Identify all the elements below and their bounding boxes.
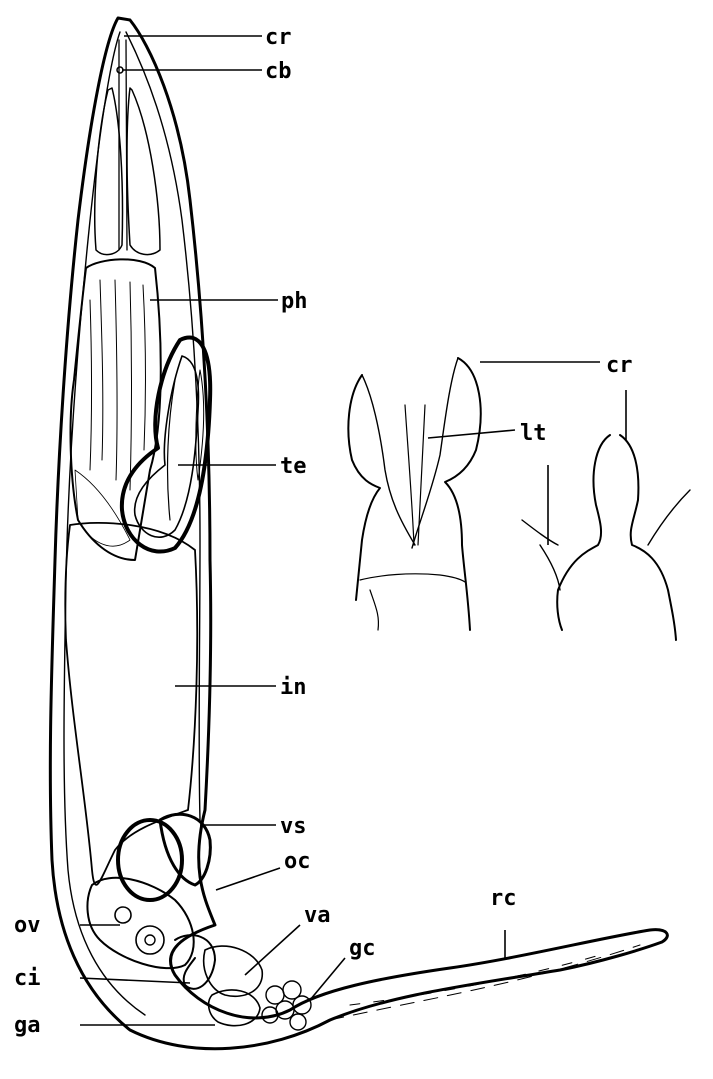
pharynx (69, 258, 162, 561)
testis-inner (133, 355, 200, 539)
oocyte-small (114, 906, 132, 924)
label-rc: rc (490, 886, 517, 911)
genital-atrium (207, 989, 261, 1027)
head-gland-left (94, 87, 124, 256)
label-ph: ph (281, 289, 308, 314)
head-region (94, 39, 161, 256)
label-vs: vs (280, 814, 307, 839)
testis (119, 335, 213, 554)
detail-copulatory-left (347, 357, 482, 631)
testis-outer (119, 335, 213, 554)
body-outline (48, 16, 669, 1051)
label-cr-detail: cr (606, 353, 633, 378)
oviduct (174, 934, 216, 990)
label-ov: ov (14, 913, 41, 938)
label-in: in (280, 675, 307, 700)
label-cr: cr (265, 25, 292, 50)
labels: cr cb ph te in vs oc va gc ov ci ga rc l… (14, 25, 633, 1038)
worm-body (48, 16, 669, 1051)
intestine (64, 521, 199, 886)
tail-region (329, 944, 641, 1021)
leader-lines (79, 35, 627, 1026)
label-te: te (280, 454, 307, 479)
vagina (203, 945, 263, 997)
cement-glands (261, 980, 312, 1031)
label-lt: lt (520, 421, 547, 446)
label-oc: oc (284, 849, 311, 874)
oocyte-large (135, 925, 165, 955)
label-cb: cb (265, 59, 292, 84)
pharynx-base-stipple (74, 469, 131, 547)
reproductive-organs (86, 812, 312, 1031)
ovary (86, 876, 195, 970)
detail-copulatory-right (521, 434, 691, 641)
pharynx-outline (69, 258, 162, 561)
label-va: va (304, 903, 331, 928)
label-gc: gc (349, 936, 376, 961)
copulatory-organ (116, 818, 184, 902)
label-ga: ga (14, 1013, 41, 1038)
intestine-outline (64, 521, 199, 886)
seminal-vesicle (158, 812, 212, 887)
head-gland-right (126, 87, 161, 256)
detail-left-outline (347, 374, 381, 601)
label-ci: ci (14, 966, 41, 991)
